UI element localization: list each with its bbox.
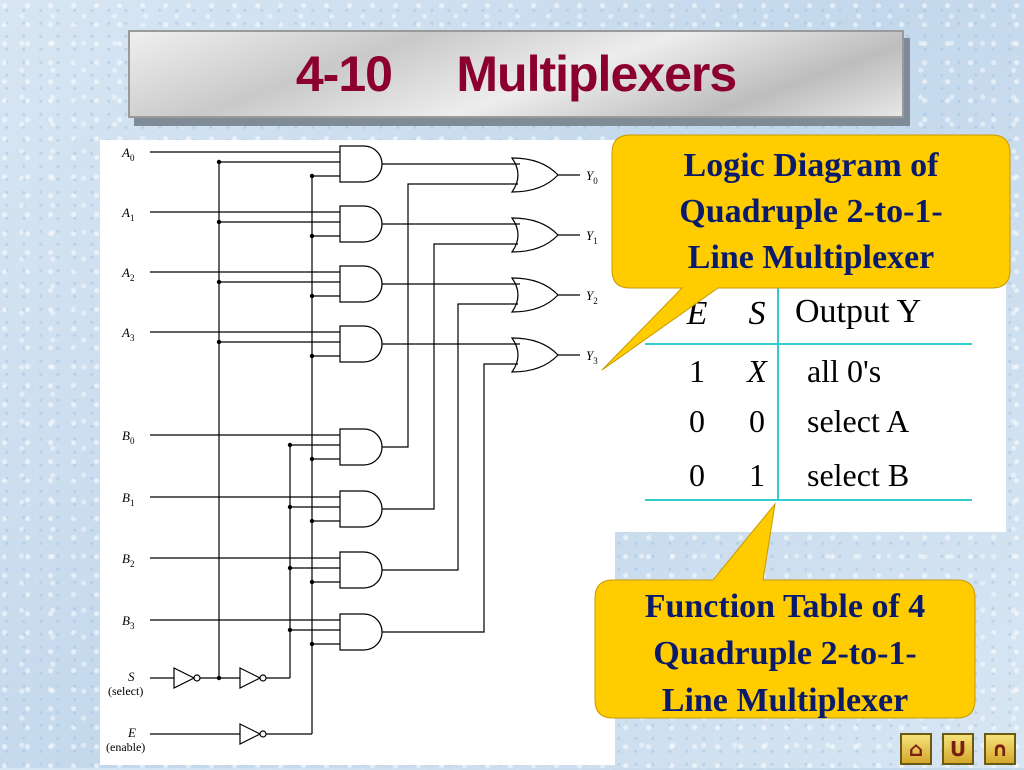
- table-cell: 0: [749, 403, 765, 439]
- and-gate: [339, 428, 383, 466]
- enable-label: E: [127, 725, 136, 740]
- table-cell: 1: [689, 353, 705, 389]
- input-label-b: B0: [122, 428, 135, 446]
- callout-line: Line Multiplexer: [661, 682, 909, 719]
- return-icon: U: [949, 737, 967, 761]
- table-header-s: S: [749, 295, 766, 332]
- callout-line: Quadruple 2-to-1-: [679, 193, 943, 230]
- logic-callout-text: Logic Diagram of Quadruple 2-to-1- Line …: [612, 143, 1010, 281]
- or-gate: [510, 217, 559, 253]
- or-gate: [510, 277, 559, 313]
- function-table-panel: E S Output Y 1 X all 0's 0 0 select A 0 …: [615, 282, 1006, 532]
- callout-line: Function Table of 4: [644, 588, 926, 625]
- table-cell: 0: [689, 403, 705, 439]
- inverter-bubble: [259, 730, 267, 738]
- table-callout-bubble: [594, 502, 976, 719]
- input-label-a: A0: [121, 145, 135, 163]
- wire: [382, 183, 518, 448]
- output-label: Y1: [586, 228, 598, 246]
- table-cell: X: [745, 353, 768, 389]
- input-label-b: B2: [122, 551, 134, 569]
- output-label: Y2: [586, 288, 598, 306]
- inverter: [239, 667, 262, 689]
- table-cell: all 0's: [807, 353, 881, 389]
- and-gate: [339, 145, 383, 183]
- enable-note: (enable): [106, 740, 145, 754]
- callout-line: Quadruple 2-to-1-: [653, 635, 917, 672]
- callout-line: Line Multiplexer: [687, 239, 935, 276]
- table-cell: 0: [689, 457, 705, 493]
- return-button[interactable]: U: [942, 733, 974, 765]
- and-gate: [339, 551, 383, 589]
- and-gate: [339, 613, 383, 651]
- input-label-a: A2: [121, 265, 134, 283]
- logic-callout-bubble: [601, 134, 1011, 371]
- back-icon: ∩: [991, 737, 1009, 761]
- callout-line: Logic Diagram of: [683, 147, 939, 184]
- select-label: S: [128, 669, 135, 684]
- back-button[interactable]: ∩: [984, 733, 1016, 765]
- input-label-b: B3: [122, 613, 135, 631]
- table-header-output: Output Y: [795, 293, 921, 330]
- table-callout-text: Function Table of 4 Quadruple 2-to-1- Li…: [595, 583, 975, 724]
- table-cell: select A: [807, 403, 909, 439]
- or-gate: [510, 157, 559, 193]
- inverter: [173, 667, 196, 689]
- wire: [382, 363, 518, 633]
- junction-dot: [216, 675, 222, 681]
- table-cell: select B: [807, 457, 909, 493]
- input-label-b: B1: [122, 490, 134, 508]
- output-label: Y0: [586, 168, 598, 186]
- and-gate: [339, 265, 383, 303]
- home-button[interactable]: ⌂: [900, 733, 932, 765]
- title-bar: 4-10 Multiplexers: [128, 30, 904, 118]
- select-note: (select): [108, 684, 143, 698]
- function-table: E S Output Y 1 X all 0's 0 0 select A 0 …: [645, 282, 972, 501]
- wire: [382, 243, 518, 510]
- inverter-bubble: [259, 674, 267, 682]
- inverter: [239, 723, 262, 745]
- and-gate: [339, 490, 383, 528]
- wire: [382, 303, 518, 571]
- inverter-bubble: [193, 674, 201, 682]
- and-gate: [339, 205, 383, 243]
- or-gate: [510, 337, 559, 373]
- input-label-a: A3: [121, 325, 135, 343]
- home-icon: ⌂: [908, 737, 924, 761]
- and-gate: [339, 325, 383, 363]
- output-label: Y3: [586, 348, 598, 366]
- input-label-a: A1: [121, 205, 134, 223]
- table-cell: 1: [749, 457, 765, 493]
- page-title: 4-10 Multiplexers: [295, 46, 737, 102]
